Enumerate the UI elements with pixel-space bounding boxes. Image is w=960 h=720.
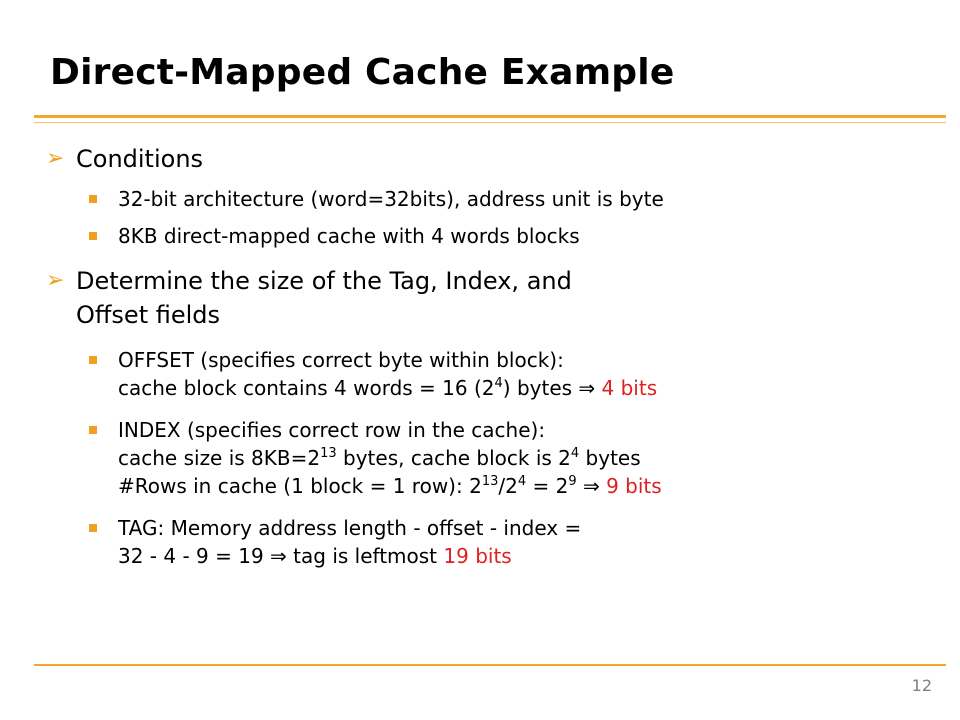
square-bullet-icon [89,232,97,240]
arrow-bullet-icon: ➢ [46,268,65,293]
sub-bullet-text: 8KB direct-mapped cache with 4 words blo… [118,224,580,248]
offset-line1: OFFSET (specifies correct byte within bl… [118,348,564,372]
page-number: 12 [911,676,932,695]
sub-bullet-architecture: 32-bit architecture (word=32bits), addre… [46,185,926,213]
tag-result: 19 bits [443,544,512,568]
footer-divider [34,664,946,666]
bullet-conditions: ➢ Conditions [46,142,926,176]
sub-bullet-index: INDEX (specifies correct row in the cach… [46,416,926,500]
offset-line2: cache block contains 4 words = 16 (24) b… [118,376,658,400]
index-line3: #Rows in cache (1 block = 1 row): 213/24… [118,474,662,498]
tag-line1: TAG: Memory address length - offset - in… [118,516,582,540]
implies-icon: ⇒ [578,376,596,400]
index-result: 9 bits [606,474,662,498]
bullet-determine: ➢ Determine the size of the Tag, Index, … [46,264,926,332]
bullet-heading: Conditions [76,145,204,173]
slide-title: Direct-Mapped Cache Example [50,52,675,93]
arrow-bullet-icon: ➢ [46,146,65,171]
square-bullet-icon [89,356,97,364]
sub-bullet-offset: OFFSET (specifies correct byte within bl… [46,346,926,402]
title-divider-thin [34,122,946,123]
square-bullet-icon [89,195,97,203]
sub-bullet-cache-size: 8KB direct-mapped cache with 4 words blo… [46,222,926,250]
title-divider [34,115,946,118]
square-bullet-icon [89,524,97,532]
square-bullet-icon [89,426,97,434]
implies-icon: ⇒ [582,474,600,498]
slide-body: ➢ Conditions 32-bit architecture (word=3… [46,142,926,570]
sub-bullet-text: 32-bit architecture (word=32bits), addre… [118,187,664,211]
index-line1: INDEX (specifies correct row in the cach… [118,418,546,442]
implies-icon: ⇒ [270,544,287,568]
tag-line2: 32 - 4 - 9 = 19 ⇒ tag is leftmost 19 bit… [118,544,512,568]
index-line2: cache size is 8KB=213 bytes, cache block… [118,446,641,470]
offset-result: 4 bits [601,376,658,400]
bullet-heading-line1: Determine the size of the Tag, Index, an… [76,267,572,295]
bullet-heading-line2: Offset fields [76,301,221,329]
sub-bullet-tag: TAG: Memory address length - offset - in… [46,514,926,570]
